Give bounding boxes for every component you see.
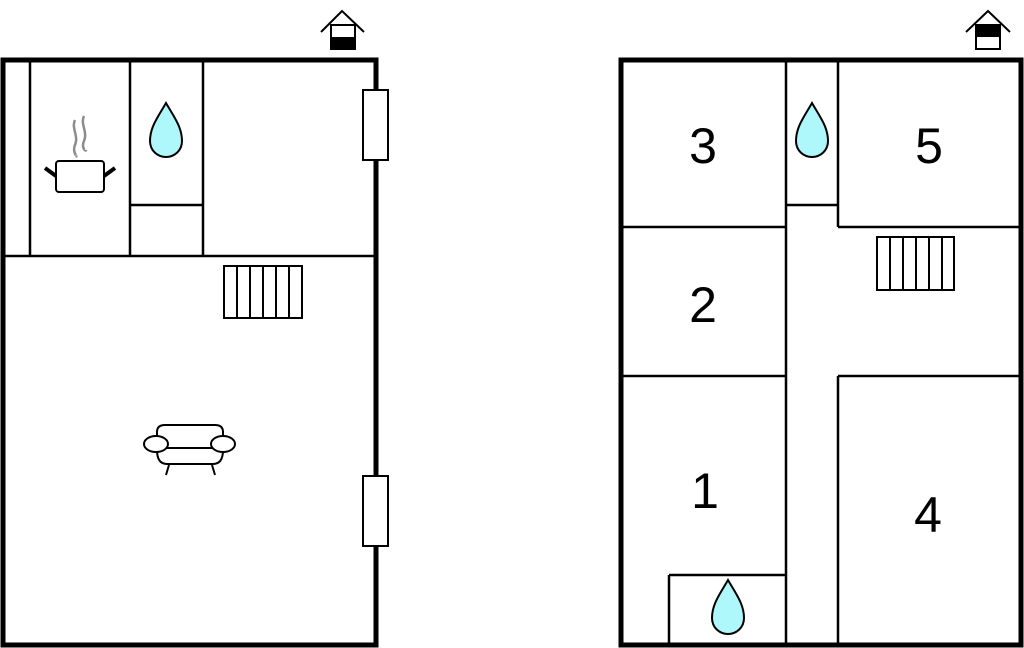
upper-floor-plan: 3 5 2 1 4 xyxy=(618,9,1024,648)
staircase-icon xyxy=(876,236,955,291)
level-indicator-upper-icon xyxy=(965,9,1011,50)
outer-wall xyxy=(618,57,1024,648)
room-label-2: 2 xyxy=(689,277,717,333)
room-label-1: 1 xyxy=(691,463,719,519)
room-label-4: 4 xyxy=(914,487,942,543)
water-drop-icon xyxy=(711,579,745,635)
window xyxy=(362,475,389,547)
ground-floor-plan xyxy=(0,9,389,648)
room-label-5: 5 xyxy=(915,118,943,174)
staircase-icon xyxy=(223,265,303,319)
water-drop-icon xyxy=(149,102,183,158)
window xyxy=(362,89,389,161)
room-label-3: 3 xyxy=(689,118,717,174)
outer-wall xyxy=(0,57,379,648)
level-indicator-ground-icon xyxy=(320,9,365,50)
water-drop-icon xyxy=(795,102,829,158)
sofa-icon xyxy=(143,424,236,476)
cooking-pot-icon xyxy=(43,115,117,193)
